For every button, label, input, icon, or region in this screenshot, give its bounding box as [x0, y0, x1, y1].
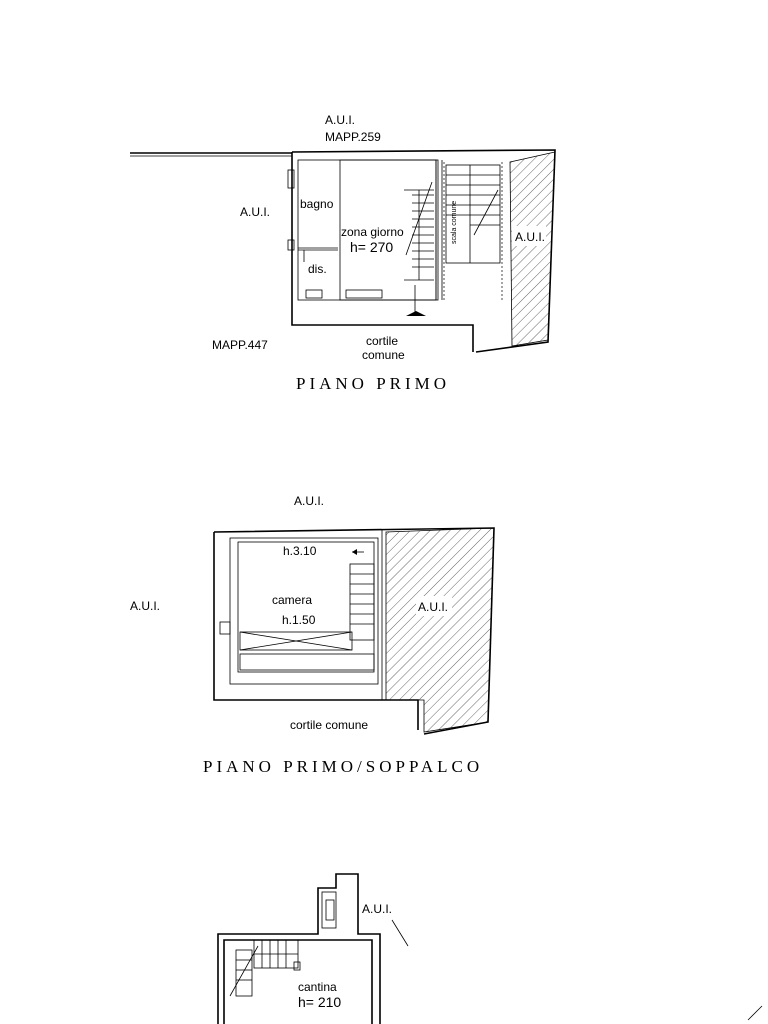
stair-private-primo [404, 181, 434, 281]
stair-soppalco [349, 549, 375, 641]
label-aui-north-primo: A.U.I. [325, 113, 355, 127]
title-piano-primo-soppalco: PIANO PRIMO/SOPPALCO [203, 757, 483, 776]
stair-cantina [229, 939, 301, 997]
room-label-bagno: bagno [300, 197, 334, 211]
plan-cantina [217, 873, 763, 1024]
label-aui-west-soppalco: A.U.I. [130, 599, 160, 613]
room-height-zona-giorno: h= 270 [350, 239, 393, 255]
label-mapp-259: MAPP.259 [325, 130, 381, 144]
label-aui-east-cantina: A.U.I. [362, 902, 392, 916]
plan-piano-primo [130, 149, 556, 353]
room-label-zona-giorno: zona giorno [341, 225, 404, 239]
room-height-cantina: h= 210 [298, 994, 341, 1010]
room-label-dis: dis. [308, 262, 327, 276]
label-mapp-447: MAPP.447 [212, 338, 268, 352]
label-aui-west-primo: A.U.I. [240, 205, 270, 219]
room-label-cantina: cantina [298, 980, 337, 994]
label-aui-north-soppalco: A.U.I. [294, 494, 324, 508]
label-aui-east-soppalco: A.U.I. [418, 600, 448, 614]
label-aui-east-primo: A.U.I. [515, 230, 545, 244]
hatched-neighbour-primo [509, 151, 556, 347]
label-cortile-comune-soppalco: cortile comune [290, 718, 368, 732]
label-scala-comune: scala comune [451, 201, 458, 244]
label-comune: comune [362, 348, 405, 362]
room-height-low-camera: h.1.50 [282, 613, 316, 627]
room-label-camera: camera [272, 593, 312, 607]
plan-piano-primo-soppalco [213, 527, 495, 735]
stair-common-primo [443, 162, 503, 300]
title-piano-primo: PIANO PRIMO [296, 374, 450, 393]
label-cortile: cortile [366, 334, 398, 348]
room-height-top-camera: h.3.10 [283, 544, 317, 558]
hatched-neighbour-soppalco [385, 527, 495, 733]
